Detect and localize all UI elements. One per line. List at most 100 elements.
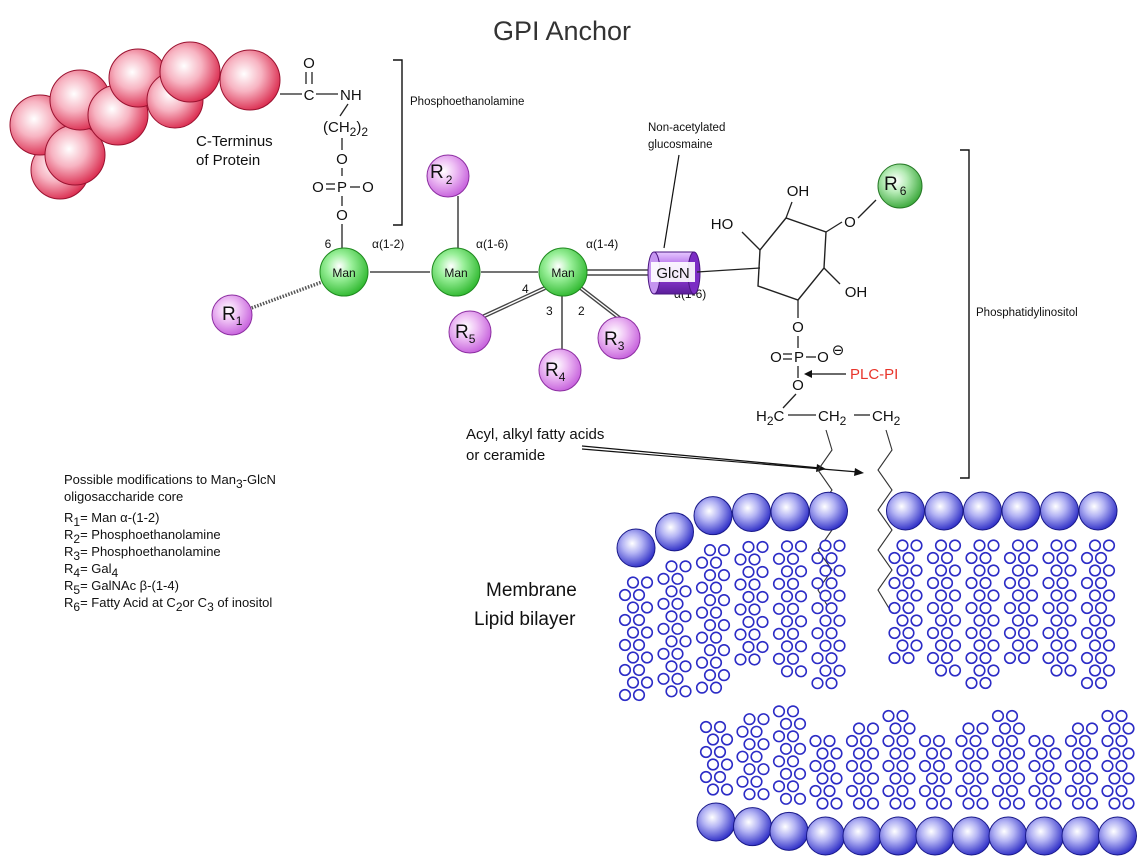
lipid-tail-segment — [830, 747, 843, 760]
lipid-tail-segment — [1011, 614, 1025, 627]
lipid-tail-segment — [632, 688, 646, 702]
lipid-tail-segment — [809, 784, 822, 798]
lipid-tail-segment — [926, 626, 940, 640]
lipid-tail-segment — [695, 631, 709, 644]
membrane-label-line1: Membrane — [486, 580, 577, 601]
lipid-tail-segment — [720, 783, 734, 796]
lipid-tail-segment — [665, 610, 678, 623]
lipid-tail-segment — [657, 597, 670, 610]
svg-text:R6: R6 — [884, 174, 907, 198]
lipid-tail-segment — [780, 615, 794, 628]
lipid-tail-segment — [1101, 759, 1114, 773]
svg-text:R2: R2 — [430, 162, 453, 187]
lipid-tail-segment — [1115, 759, 1128, 773]
lipid-tail-segment — [748, 628, 761, 641]
lipid-head — [1078, 491, 1118, 531]
fatty-acids-label-line2: or ceramide — [466, 447, 545, 464]
lipid-tail-segment — [1078, 784, 1092, 798]
lipid-tail-segment — [833, 639, 846, 652]
lipid-tail-segment — [671, 672, 684, 685]
lipid-tail-segment — [1064, 759, 1078, 773]
lipid-tail-segment — [940, 601, 954, 615]
glucosamine-pointer — [663, 154, 680, 249]
lipid-tail-segment — [779, 742, 793, 755]
lipid-tail-segment — [748, 653, 761, 666]
fatty-acids-label-line1: Acyl, alkyl fatty acids — [466, 426, 604, 443]
lipid-tail-segment — [786, 577, 800, 590]
lipid-tail-segment — [823, 759, 836, 773]
lipid-tail-segment — [618, 588, 632, 602]
phosphatidylinositol-bracket — [960, 149, 970, 479]
glcn-label: GlcN — [656, 265, 689, 282]
lipid-tail-segment — [1078, 759, 1092, 773]
lipid-tail-segment — [786, 552, 800, 565]
phosphate-o-right: O — [817, 349, 829, 366]
lipid-tail-segment — [1071, 722, 1085, 735]
lipid-tail-segment — [976, 722, 989, 735]
lipid-tail-segment — [713, 770, 727, 784]
lipid-tail-segment — [657, 572, 670, 585]
lipid-tail-segment — [979, 626, 992, 640]
lipid-tail-segment — [640, 676, 654, 689]
lipid-tail-segment — [845, 759, 859, 773]
lipid-tail-segment — [852, 722, 866, 735]
lipid-tail-segment — [695, 556, 709, 569]
lipid-tail-segment — [742, 640, 755, 654]
lipid-tail-segment — [757, 713, 770, 726]
lipid-tail-segment — [830, 797, 843, 810]
linkage-a16-first: α(1-6) — [476, 237, 508, 251]
lipid-tail-segment — [665, 660, 678, 673]
lipid-tail-segment — [1025, 539, 1039, 552]
lipid-tail-segment — [816, 747, 829, 760]
lipid-tail-segment — [1064, 639, 1077, 652]
lipid-tail-segment — [888, 651, 901, 665]
lipid-tail-segment — [1011, 564, 1025, 577]
lipid-tail-segment — [1012, 722, 1026, 735]
lipid-tail-segment — [979, 676, 992, 690]
lipid-tail-segment — [1017, 651, 1031, 665]
lipid-tail-segment — [845, 784, 859, 798]
lipid-tail-segment — [833, 614, 846, 627]
lipid-head — [1001, 491, 1041, 531]
lipid-head — [655, 512, 694, 552]
lipid-tail-segment — [713, 720, 727, 734]
lipid-tail-segment — [626, 626, 640, 639]
lipid-tail-segment — [955, 784, 968, 798]
lipid-tail-segment — [866, 747, 880, 760]
lipid-tail-segment — [665, 585, 678, 598]
lipid-tail-segment — [1122, 772, 1135, 785]
lipid-tail-segment — [816, 797, 829, 810]
lipid-tail-segment — [1094, 551, 1108, 565]
lipid-tail-segment — [793, 767, 807, 780]
lipid-tail-segment — [794, 565, 808, 578]
lipid-tail-segment — [1094, 676, 1108, 690]
phosphate-o-below: O — [792, 377, 804, 394]
glycan-bonds — [245, 196, 648, 352]
lipid-tail-segment — [640, 626, 654, 639]
lipid-tail-segment — [825, 652, 838, 665]
lipid-tail-segment — [896, 614, 909, 627]
lipid-tail-segment — [748, 578, 761, 591]
lipid-tail-segment — [742, 615, 755, 629]
lipid-tail-segment — [1080, 651, 1094, 665]
lipid-tail-segment — [976, 772, 989, 785]
lipid-tail-segment — [819, 614, 832, 627]
lipid-tail-segment — [809, 759, 822, 773]
lipid-tail-segment — [1085, 722, 1099, 735]
lipid-tail-segment — [852, 772, 866, 785]
lipid-head — [693, 496, 733, 536]
lipid-tail-segment — [1108, 772, 1121, 785]
lipid-tail-segment — [1003, 651, 1017, 665]
lipid-tail-segment — [910, 564, 923, 577]
lipid-tail-segment — [1012, 772, 1026, 785]
lipid-tail-segment — [709, 631, 723, 644]
lipid-tail-segment — [1042, 601, 1055, 615]
lipid-tail-segment — [1017, 551, 1031, 565]
lipid-tail-segment — [902, 576, 915, 590]
lipid-tail-segment — [973, 614, 986, 627]
lipid-head — [770, 492, 810, 532]
modification-r4: R4= Gal4 — [64, 561, 119, 580]
lipid-tail-segment — [991, 709, 1005, 723]
phosphate-oxygen-right: O — [362, 179, 374, 196]
